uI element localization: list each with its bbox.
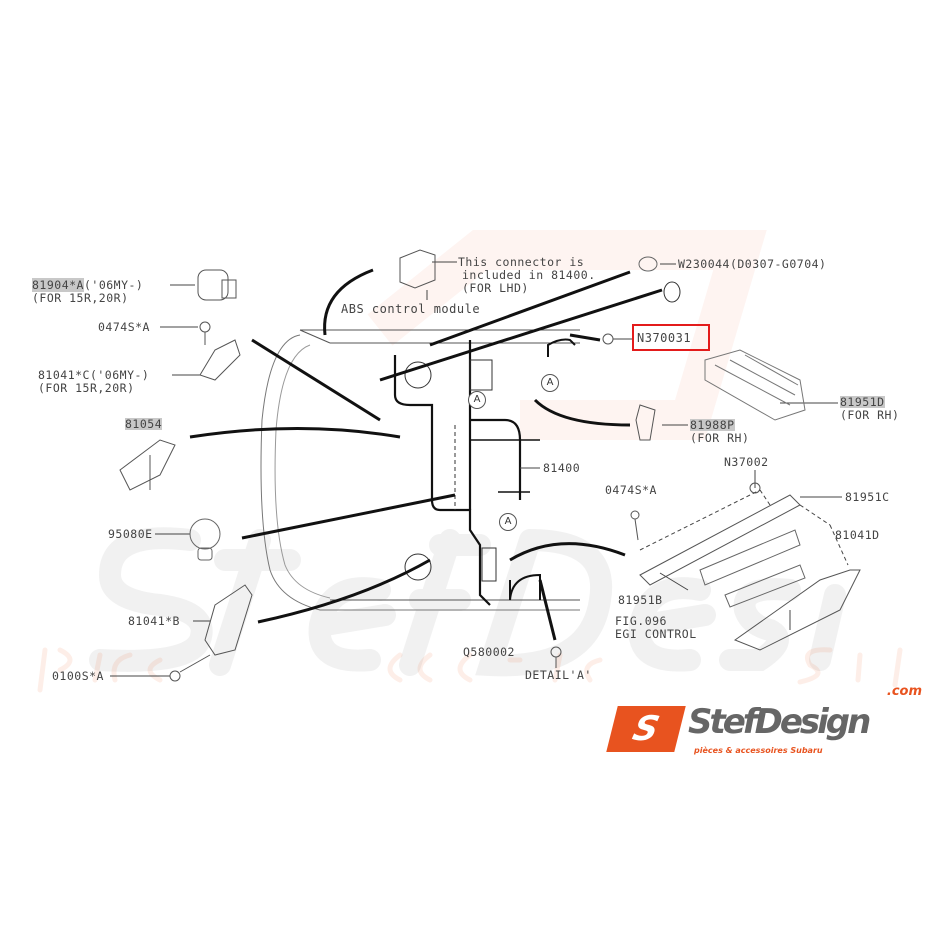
label-81988p-note: (FOR RH) xyxy=(690,431,750,445)
logo-tagline: pièces & accessoires Subaru xyxy=(694,746,823,755)
label-abs-module: ABS control module xyxy=(341,302,481,316)
nut-n370031 xyxy=(602,333,614,345)
logo-com: .com xyxy=(886,684,922,699)
pad-81951b xyxy=(699,529,806,608)
label-81904a[interactable]: 81904*A('06MY-) xyxy=(32,278,144,292)
label-egi-control: EGI CONTROL xyxy=(615,627,697,641)
label-0474s-right[interactable]: 0474S*A xyxy=(605,483,657,497)
grommet-w230044 xyxy=(638,256,658,272)
label-81400[interactable]: 81400 xyxy=(543,461,581,475)
grommet-95080e xyxy=(189,518,221,561)
label-n370031[interactable]: N370031 xyxy=(637,331,692,345)
label-81041b[interactable]: 81041*B xyxy=(128,614,180,628)
label-81041c-note: (FOR 15R,20R) xyxy=(38,381,135,395)
part-clip-81904 xyxy=(197,269,237,301)
part-number: 81904*A xyxy=(32,278,84,292)
part-note: ('06MY-) xyxy=(83,278,144,292)
label-81054[interactable]: 81054 xyxy=(125,417,163,431)
label-81951b[interactable]: 81951B xyxy=(618,593,663,607)
bolt-q580002 xyxy=(550,646,562,668)
label-0474s-left[interactable]: 0474S*A xyxy=(98,320,150,334)
connector-note-2: included in 81400. xyxy=(462,268,596,282)
abs-connector xyxy=(399,249,436,289)
label-fig096[interactable]: FIG.096 xyxy=(615,614,667,628)
logo-name: StefDesign xyxy=(688,702,871,742)
clip-81988p xyxy=(635,404,656,441)
bracket-81054 xyxy=(119,439,176,491)
bolt-0100s xyxy=(169,654,211,682)
label-q580002[interactable]: Q580002 xyxy=(463,645,515,659)
label-81041d[interactable]: 81041D xyxy=(835,528,880,542)
highlight-box xyxy=(632,324,710,351)
detail-a-marker: A xyxy=(541,374,559,392)
label-n37002[interactable]: N37002 xyxy=(724,455,769,469)
bracket-81041d xyxy=(733,569,861,651)
stefdesign-logo: S StefDesign .com pièces & accessoires S… xyxy=(606,684,922,764)
label-detail-a: DETAIL'A' xyxy=(525,668,592,682)
label-w230044[interactable]: W230044(D0307-G0704) xyxy=(678,257,827,271)
bracket-81041c xyxy=(199,339,241,381)
body-outline xyxy=(260,334,580,611)
protector-81951d xyxy=(704,349,806,421)
label-81951d[interactable]: 81951D xyxy=(840,395,885,409)
label-81904a-note: (FOR 15R,20R) xyxy=(32,291,129,305)
bolt-0474 xyxy=(199,321,211,345)
label-81988p[interactable]: 81988P xyxy=(690,418,735,432)
label-0100s[interactable]: 0100S*A xyxy=(52,669,104,683)
label-81951d-note: (FOR RH) xyxy=(840,408,900,422)
connector-note-1: This connector is xyxy=(458,255,585,269)
detail-a-marker: A xyxy=(499,513,517,531)
connector-note-3: (FOR LHD) xyxy=(462,281,529,295)
label-81951c[interactable]: 81951C xyxy=(845,490,890,504)
logo-mark: S xyxy=(606,706,686,752)
bracket-81041b xyxy=(204,584,253,656)
label-95080e[interactable]: 95080E xyxy=(108,527,153,541)
detail-a-marker: A xyxy=(468,391,486,409)
cover-81951c xyxy=(639,494,801,586)
bolt-0474-right xyxy=(630,510,640,541)
label-81041c[interactable]: 81041*C('06MY-) xyxy=(38,368,150,382)
